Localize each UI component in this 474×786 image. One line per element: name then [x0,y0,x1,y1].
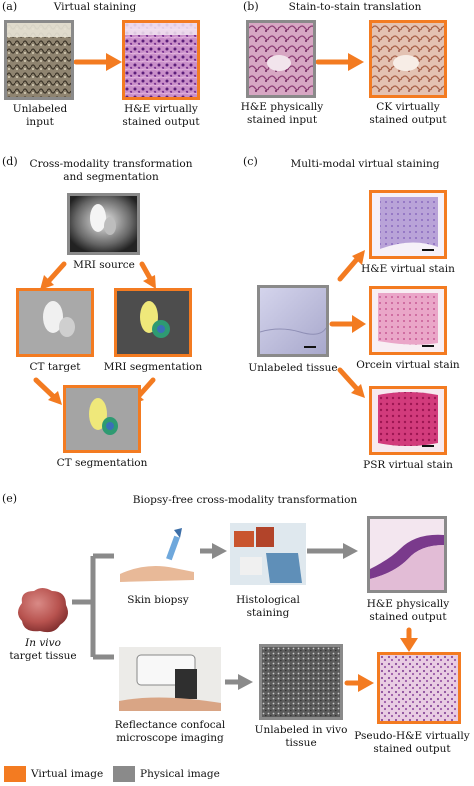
panel-d-title-l2: and segmentation [63,171,159,183]
mri-source-label: MRI source [73,259,135,271]
psr-virtual-stain-image [369,386,447,455]
panel-b-input-label-l2: stained input [246,114,318,126]
skin-biopsy-label: Skin biopsy [127,594,189,606]
rcm-label-l2: microscope imaging [116,732,224,744]
panel-a-output-label-l2: stained output [122,116,200,128]
panel-b-input-label-l1: H&E physically [240,101,324,113]
he-physical-output-label-l2: stained output [369,611,447,623]
he-physical-output-image [367,516,447,593]
ct-target-label: CT target [29,361,81,373]
panel-d-label: (d) [2,155,18,168]
unlabeled-in-vivo-label-l2: tissue [285,737,317,749]
panel-a-output-label-l1: H&E virtually [124,103,198,115]
legend-physical-swatch [113,766,135,782]
mri-segmentation-label: MRI segmentation [103,361,203,373]
panel-a-input-label-l2: input [26,116,54,128]
unlabeled-input-image [4,20,74,100]
histological-label-l2: staining [246,607,290,619]
histological-staining-image [230,523,306,585]
in-vivo-label: In vivo [25,637,61,649]
panel-a-input-label-l1: Unlabeled [12,103,68,115]
in-vivo-tissue-image [14,585,72,635]
he-virtual-stain-image [369,190,447,259]
unlabeled-in-vivo-image [259,644,343,720]
orcein-virtual-stain-image [369,286,447,355]
he-virtual-output-image [122,20,200,100]
panel-e-label: (e) [2,492,18,505]
panel-b-output-label-l1: CK virtually [376,101,440,113]
pseudo-he-output-image [377,652,461,724]
skin-biopsy-image [116,528,198,584]
panel-d-title-l1: Cross-modality transformation [29,158,193,170]
pseudo-he-label-l1: Pseudo-H&E virtually [354,730,470,742]
he-physical-input-image [246,20,316,98]
panel-e-title: Biopsy-free cross-modality transformatio… [132,494,358,506]
legend-virtual-label: Virtual image [31,768,104,780]
psr-virtual-stain-label: PSR virtual stain [363,459,453,471]
panel-b-label: (b) [243,0,259,13]
unlabeled-tissue-image [257,285,329,357]
panel-a-label: (a) [2,0,18,13]
ct-segmentation-image [63,385,141,453]
histological-label-l1: Histological [236,594,300,606]
mri-source-image [67,193,140,255]
he-virtual-stain-label: H&E virtual stain [361,263,455,275]
panel-a-title: Virtual staining [53,1,137,13]
orcein-virtual-stain-label: Orcein virtual stain [356,359,460,371]
unlabeled-in-vivo-label-l1: Unlabeled in vivo [254,724,348,736]
panel-b-title: Stain-to-stain translation [288,1,422,13]
ck-virtual-output-image [369,20,447,98]
ct-target-image [16,288,94,357]
mri-segmentation-image [114,288,192,357]
ct-segmentation-label: CT segmentation [56,457,148,469]
legend-physical-label: Physical image [140,768,220,780]
legend-virtual-swatch [4,766,26,782]
target-tissue-label: target tissue [9,650,77,662]
pseudo-he-label-l2: stained output [373,743,451,755]
unlabeled-tissue-label: Unlabeled tissue [248,362,338,374]
panel-c-label: (c) [243,155,258,168]
panel-c-title: Multi-modal virtual staining [290,158,440,170]
confocal-microscope-image [119,647,221,711]
rcm-label-l1: Reflectance confocal [114,719,226,731]
panel-b-output-label-l2: stained output [369,114,447,126]
he-physical-output-label-l1: H&E physically [366,598,450,610]
